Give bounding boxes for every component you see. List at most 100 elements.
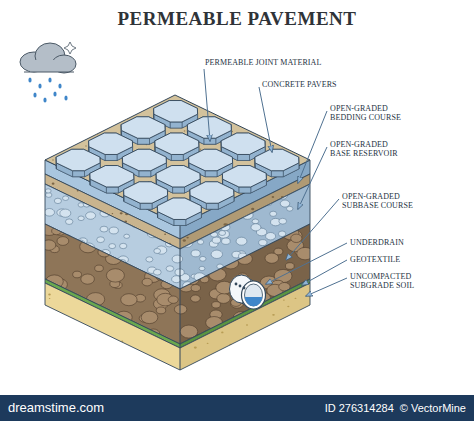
grain	[84, 188, 86, 190]
stone	[152, 265, 170, 278]
stone	[292, 180, 294, 181]
grain	[118, 110, 120, 112]
grain	[145, 216, 147, 218]
stone	[115, 209, 121, 214]
stone	[250, 238, 258, 244]
paver-top	[221, 133, 265, 154]
stone	[201, 225, 210, 232]
grain	[137, 99, 139, 101]
grain	[262, 223, 264, 225]
stone	[134, 239, 150, 251]
grain	[131, 97, 133, 99]
layer-callout: PERMEABLE JOINT MATERIAL	[205, 58, 321, 67]
grain	[298, 138, 300, 140]
paver-top	[56, 149, 100, 170]
stone	[132, 234, 145, 244]
layer-callout: UNDERDRAIN	[350, 238, 404, 247]
stone	[216, 210, 224, 216]
stone	[95, 265, 104, 271]
layer-callout: CONCRETE PAVERS	[262, 80, 337, 89]
grain	[117, 220, 119, 222]
stone	[54, 198, 61, 203]
grain	[75, 134, 77, 136]
stone	[246, 324, 248, 326]
stone	[156, 307, 165, 314]
stone	[304, 314, 315, 322]
stone	[178, 250, 186, 256]
paver-face	[105, 154, 117, 160]
stone	[251, 224, 261, 231]
paver-top	[90, 166, 134, 187]
paver-face	[174, 219, 186, 225]
grain	[113, 110, 115, 112]
stone	[230, 211, 240, 218]
stone	[266, 233, 276, 240]
stone	[45, 189, 51, 193]
stone	[120, 357, 122, 359]
grain	[142, 100, 144, 102]
stone	[143, 226, 151, 232]
grain	[94, 109, 96, 111]
grain	[90, 193, 92, 195]
paver-face	[140, 203, 152, 209]
stone	[97, 237, 105, 243]
rain-cloud	[20, 42, 76, 73]
grain	[294, 104, 296, 106]
diagram-title: PERMEABLE PAVEMENT	[0, 8, 474, 30]
grain	[140, 109, 142, 111]
stone	[186, 237, 188, 239]
stone	[252, 219, 259, 224]
paver-face	[239, 187, 251, 193]
grain	[217, 100, 219, 102]
grain	[304, 207, 306, 209]
grain	[221, 108, 223, 110]
paver-face	[173, 187, 185, 193]
stone	[161, 265, 172, 273]
stone	[112, 302, 114, 304]
stone	[124, 221, 142, 234]
stone	[86, 212, 96, 219]
stone	[46, 193, 52, 198]
grain	[73, 95, 75, 97]
stone	[155, 272, 167, 281]
stone	[76, 185, 86, 192]
stone	[181, 270, 190, 277]
stone	[284, 369, 287, 371]
stone	[295, 346, 297, 347]
grain	[52, 159, 54, 161]
paver-top	[157, 198, 201, 219]
grain	[104, 201, 106, 203]
stone	[195, 241, 210, 252]
grain	[286, 203, 288, 205]
stone	[202, 220, 205, 222]
stone	[120, 212, 123, 214]
paver-face	[139, 171, 151, 177]
stone	[194, 227, 200, 232]
stone	[128, 209, 131, 211]
paver-grid	[45, 94, 310, 225]
watermark: © VectorMine	[400, 400, 466, 416]
stone	[278, 231, 285, 237]
stone	[121, 294, 137, 306]
stone	[279, 344, 282, 346]
stone	[93, 198, 104, 206]
paver-face	[138, 138, 150, 144]
stone	[194, 347, 197, 349]
stone	[164, 234, 166, 235]
stone	[157, 231, 164, 236]
stone	[131, 221, 148, 233]
paver-top	[121, 117, 165, 138]
grain	[85, 145, 87, 147]
subgrade-soil-right	[180, 283, 310, 370]
grain	[87, 111, 89, 113]
grain	[97, 125, 99, 127]
grain	[291, 133, 293, 135]
stone	[148, 245, 157, 252]
stone	[135, 209, 137, 210]
grain	[216, 215, 218, 217]
grain	[84, 197, 86, 199]
stone	[47, 324, 60, 333]
stone	[163, 233, 172, 240]
grain	[60, 192, 62, 194]
underdrain-pipe	[230, 275, 266, 309]
